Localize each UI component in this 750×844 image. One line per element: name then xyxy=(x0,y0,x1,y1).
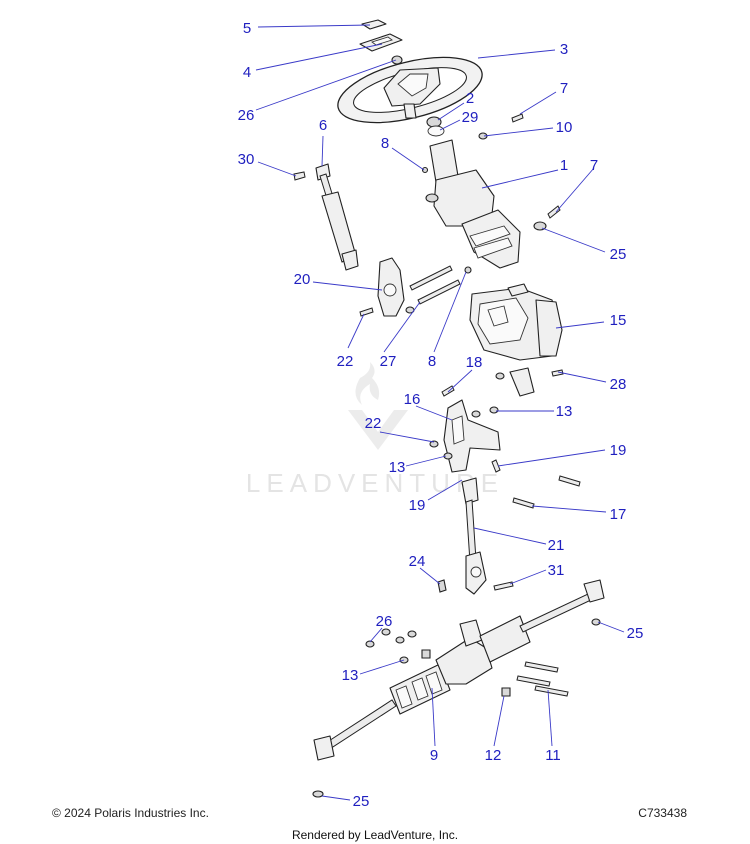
callout-24[interactable]: 24 xyxy=(409,553,426,570)
callout-13-left[interactable]: 13 xyxy=(389,459,406,476)
part-bolts-long xyxy=(409,265,472,305)
copyright-text: © 2024 Polaris Industries Inc. xyxy=(52,806,209,820)
callout-1[interactable]: 1 xyxy=(560,157,568,174)
callout-18[interactable]: 18 xyxy=(466,354,483,371)
drawing-code: C733438 xyxy=(638,806,687,820)
callout-30[interactable]: 30 xyxy=(238,151,255,168)
leader-lines xyxy=(255,24,625,801)
callout-25-top[interactable]: 25 xyxy=(610,246,627,263)
watermark-flame-icon xyxy=(355,362,380,405)
part-steering-rack xyxy=(312,579,605,798)
callout-8-top[interactable]: 8 xyxy=(381,135,389,152)
callout-26-bottom[interactable]: 26 xyxy=(376,613,393,630)
callout-15[interactable]: 15 xyxy=(610,312,627,329)
part-bushing xyxy=(426,116,445,137)
callout-13-right[interactable]: 13 xyxy=(556,403,573,420)
rendered-by-text: Rendered by LeadVenture, Inc. xyxy=(292,828,458,842)
callout-10[interactable]: 10 xyxy=(556,119,573,136)
callout-19-left[interactable]: 19 xyxy=(409,497,426,514)
callout-6[interactable]: 6 xyxy=(319,117,327,134)
callout-4[interactable]: 4 xyxy=(243,64,251,81)
part-bolts-mid xyxy=(491,459,581,509)
callout-28[interactable]: 28 xyxy=(610,376,627,393)
callout-22-top[interactable]: 22 xyxy=(337,353,354,370)
callout-5[interactable]: 5 xyxy=(243,20,251,37)
callout-25-mid[interactable]: 25 xyxy=(627,625,644,642)
part-nut-small xyxy=(391,55,403,65)
callout-20[interactable]: 20 xyxy=(294,271,311,288)
part-bracket-28 xyxy=(495,367,564,397)
part-u-joint-upper xyxy=(359,257,415,317)
callout-13-bottom[interactable]: 13 xyxy=(342,667,359,684)
callouts: 5 3 4 26 2 7 29 6 10 8 30 1 7 25 20 15 2… xyxy=(238,20,644,810)
callout-19-right[interactable]: 19 xyxy=(610,442,627,459)
callout-21[interactable]: 21 xyxy=(548,537,565,554)
part-tilt-bracket xyxy=(425,139,561,269)
callout-8-mid[interactable]: 8 xyxy=(428,353,436,370)
part-horn-cap xyxy=(361,19,387,30)
callout-7-top[interactable]: 7 xyxy=(560,80,568,97)
callout-16[interactable]: 16 xyxy=(404,391,421,408)
callout-26-top[interactable]: 26 xyxy=(238,107,255,124)
callout-11[interactable]: 11 xyxy=(545,747,561,764)
callout-31[interactable]: 31 xyxy=(548,562,565,579)
callout-22-mid[interactable]: 22 xyxy=(365,415,382,432)
callout-12[interactable]: 12 xyxy=(485,747,502,764)
callout-17[interactable]: 17 xyxy=(610,506,627,523)
callout-2[interactable]: 2 xyxy=(466,90,474,107)
callout-27[interactable]: 27 xyxy=(380,353,397,370)
callout-25-bottom[interactable]: 25 xyxy=(353,793,370,810)
part-gas-strut xyxy=(293,163,359,271)
part-rack-hardware xyxy=(365,628,569,697)
callout-7-right[interactable]: 7 xyxy=(590,157,598,174)
part-emblem-plate xyxy=(359,33,403,52)
callout-9[interactable]: 9 xyxy=(430,747,438,764)
part-steering-wheel xyxy=(337,56,483,124)
part-intermediate-shaft xyxy=(437,477,514,595)
callout-29[interactable]: 29 xyxy=(462,109,479,126)
callout-3[interactable]: 3 xyxy=(560,41,568,58)
part-mount-bracket xyxy=(429,385,501,473)
watermark-chevron-icon xyxy=(348,410,408,450)
part-power-steering-unit xyxy=(469,283,563,361)
